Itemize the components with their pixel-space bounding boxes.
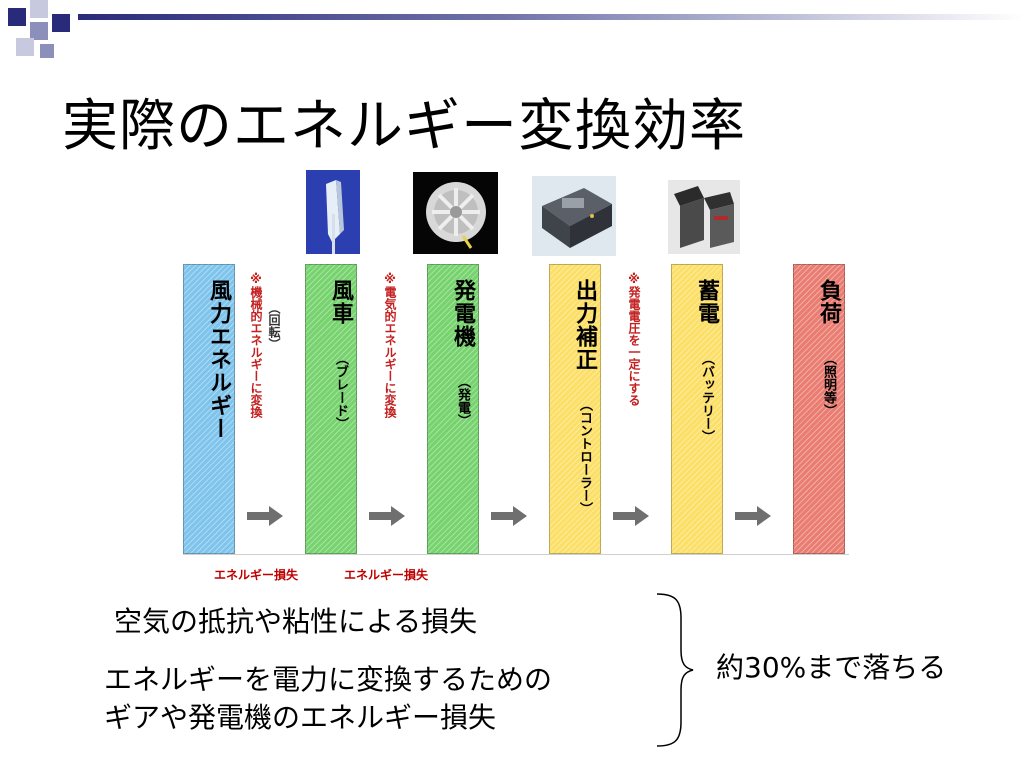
box-sub: （照明等） [821, 352, 836, 417]
loss-gear-generator-line2: ギアや発電機のエネルギー損失 [104, 701, 497, 734]
arrow-1 [247, 506, 283, 526]
box-wind-energy: 風力エネルギー [183, 264, 235, 554]
note-rotation: （回転） [267, 302, 281, 350]
box-label: 風車 [328, 279, 353, 325]
box-sub: （バッテリー） [699, 352, 714, 443]
box-label: 負荷 [816, 279, 841, 325]
box-sub: （発電） [455, 375, 470, 427]
box-label: 風力エネルギー [206, 279, 231, 440]
loss-gear-generator-line1: エネルギーを電力に変換するための [104, 663, 553, 696]
box-sub: （ブレード） [333, 352, 348, 430]
box-label: 出力補正 [572, 279, 597, 371]
slide-title: 実際のエネルギー変換効率 [62, 94, 746, 159]
energy-flow-diagram: 風力エネルギー ※機械的エネルギーに変換 （回転） 風車 （ブレード） ※電気的… [183, 264, 849, 555]
blade-photo [306, 170, 360, 254]
loss-air-resistance: 空気の抵抗や粘性による損失 [114, 605, 478, 638]
box-storage: 蓄電 （バッテリー） [671, 264, 723, 554]
top-bar [78, 14, 1024, 20]
box-label: 発電機 [450, 279, 475, 348]
corner-decoration [0, 0, 80, 64]
arrow-5 [735, 506, 771, 526]
box-load: 負荷 （照明等） [793, 264, 845, 554]
box-sub: （コントローラー） [577, 398, 592, 515]
generator-photo [413, 172, 498, 254]
note-voltage: ※発電電圧を一定にする [627, 272, 641, 406]
arrow-3 [491, 506, 527, 526]
efficiency-result: 約30%まで落ちる [716, 651, 947, 684]
box-label: 蓄電 [694, 279, 719, 325]
controller-photo [532, 176, 616, 256]
box-output-correction: 出力補正 （コントローラー） [549, 264, 601, 554]
right-brace [656, 593, 694, 747]
box-generator: 発電機 （発電） [427, 264, 479, 554]
arrow-2 [369, 506, 405, 526]
note-electrical: ※電気的エネルギーに変換 [383, 272, 397, 418]
battery-photo [668, 180, 740, 254]
energy-loss-label-1: エネルギー損失 [214, 568, 299, 582]
note-mechanical: ※機械的エネルギーに変換 [249, 272, 263, 418]
diagram-baseline [183, 554, 849, 555]
arrow-4 [613, 506, 649, 526]
box-windmill: 風車 （ブレード） [305, 264, 357, 554]
energy-loss-label-2: エネルギー損失 [344, 568, 429, 582]
